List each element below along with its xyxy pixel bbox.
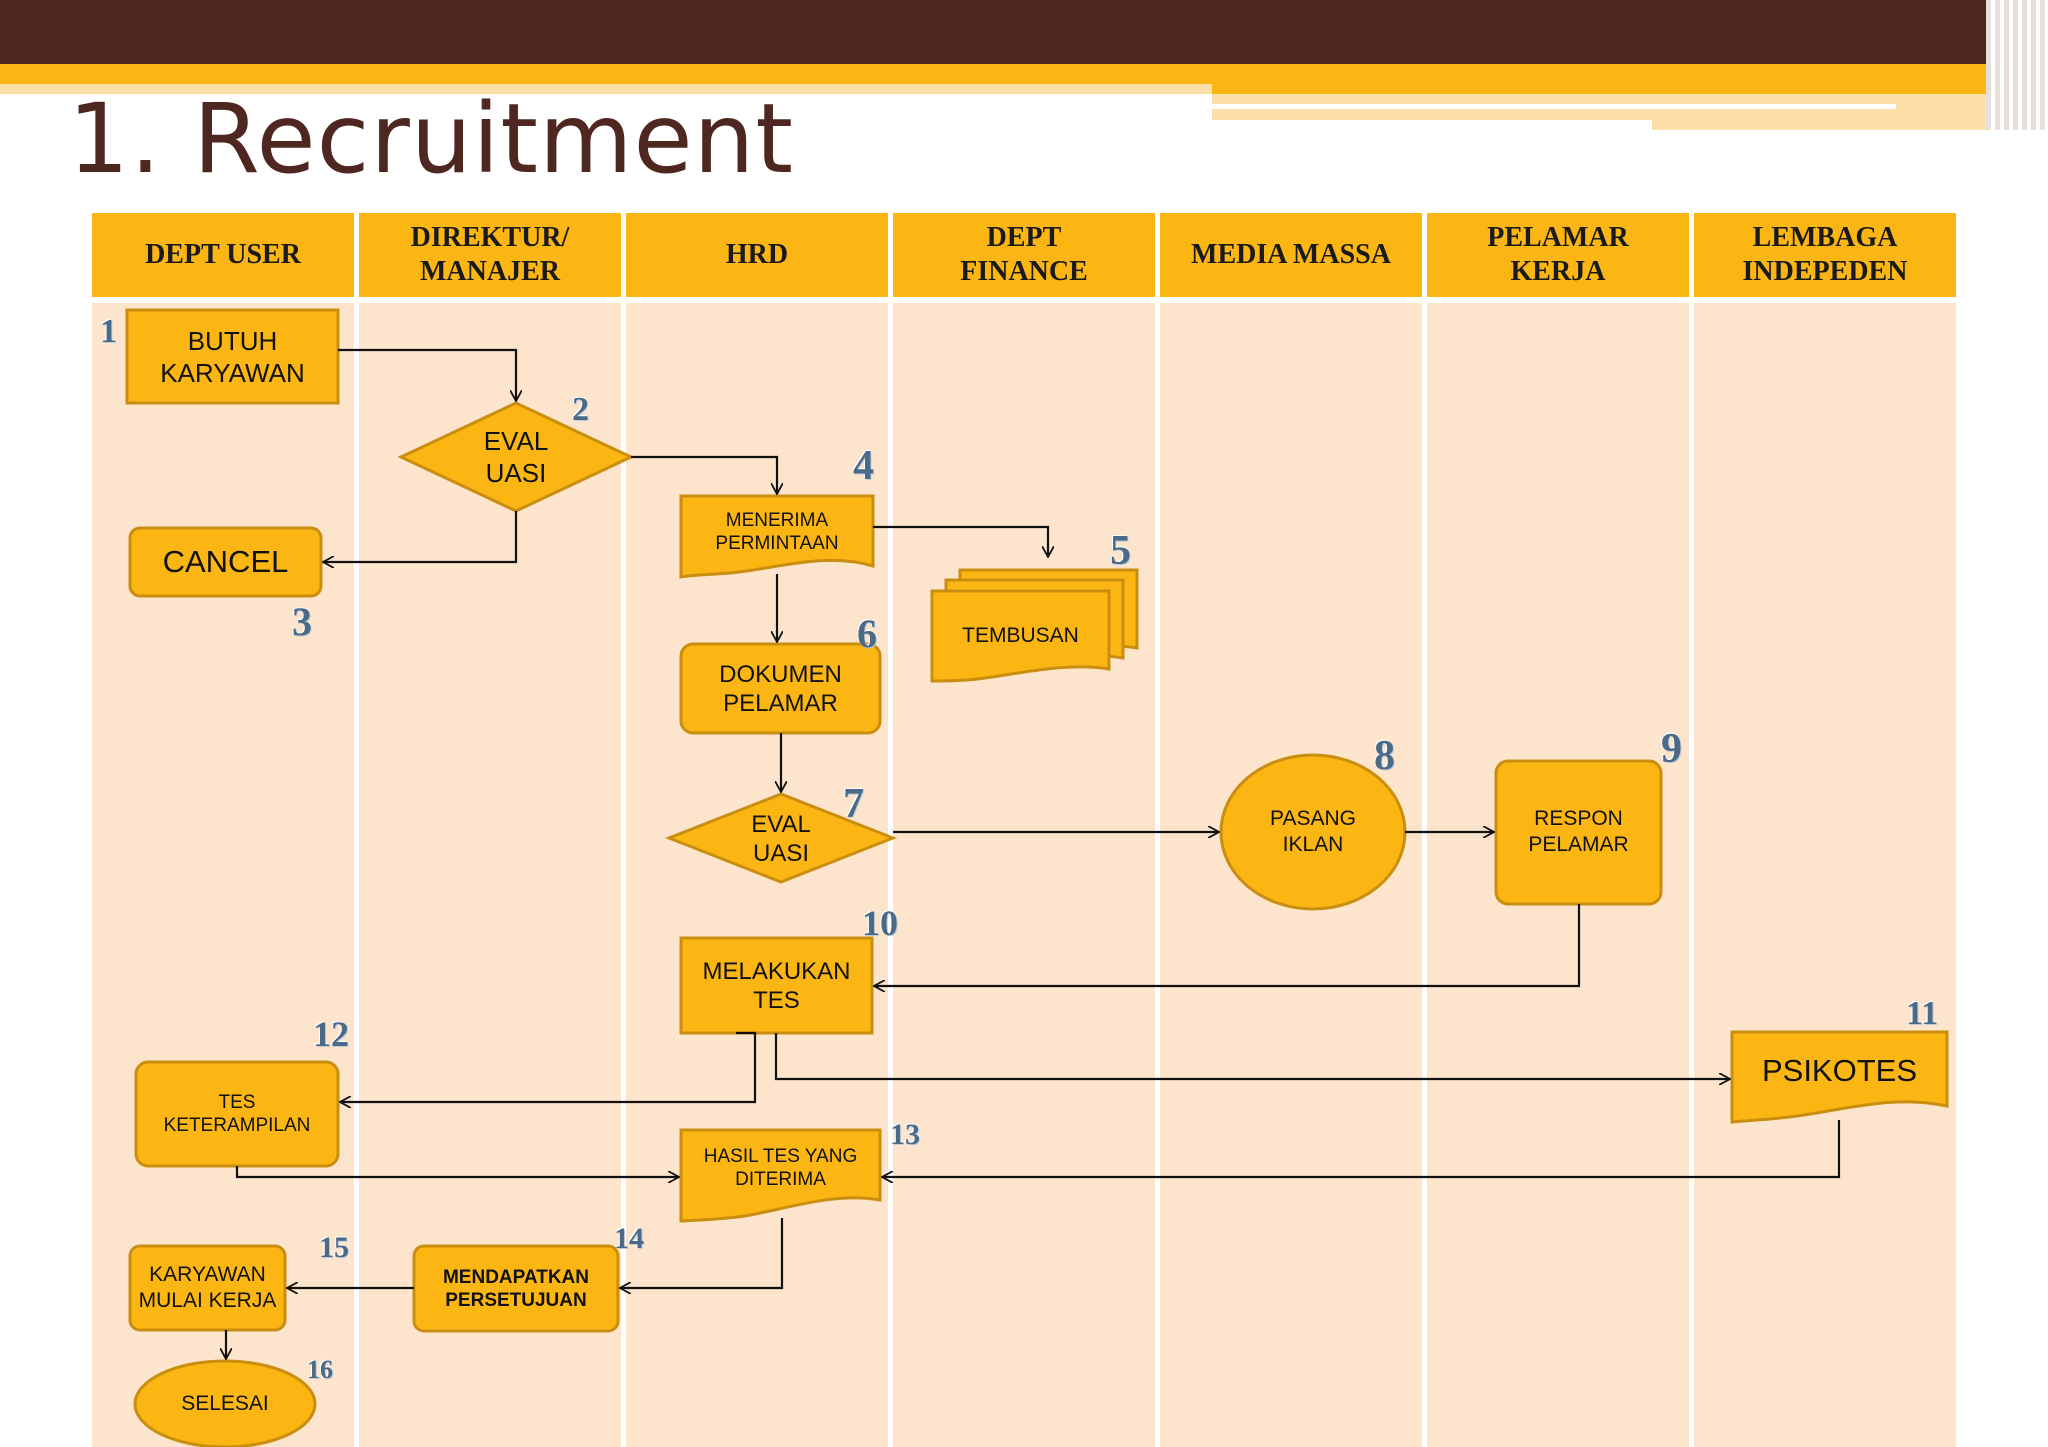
lane-header-pelamar-kerja: PELAMAR KERJA (1427, 213, 1689, 297)
step-number-14: 14 (614, 1222, 644, 1255)
slide-title: 1. Recruitment (68, 83, 795, 195)
step-number-1: 1 (100, 313, 117, 350)
node-butuh-karyawan (125, 308, 340, 405)
step-number-10: 10 (862, 903, 898, 943)
title-band-decoration (1212, 120, 1652, 130)
node-menerima-permintaan (679, 494, 875, 579)
step-number-15: 15 (319, 1231, 349, 1264)
connector-1-to-2 (338, 348, 516, 401)
step-number-2: 2 (572, 391, 589, 428)
lane-header-lembaga-indepeden: LEMBAGA INDEPEDEN (1694, 213, 1956, 297)
step-number-16: 16 (307, 1355, 333, 1384)
lane-header-hrd: HRD (626, 213, 888, 297)
step-number-4: 4 (853, 443, 874, 489)
connector-9-to-10 (874, 904, 1581, 986)
node-respon-pelamar (1494, 759, 1663, 906)
connector-2-to-4 (631, 455, 777, 494)
connector-10-to-11 (774, 1033, 1730, 1079)
node-melakukan-tes (679, 936, 874, 1035)
connector-2-to-3 (323, 511, 518, 562)
lane-header-dept-finance: DEPT FINANCE (893, 213, 1155, 297)
node-mendapatkan-persetujuan (412, 1244, 620, 1333)
lane-lembaga-indepeden (1694, 303, 1956, 1447)
title-bar (0, 0, 2048, 64)
node-cancel (128, 526, 323, 598)
lane-dept-finance (893, 303, 1155, 1447)
node-karyawan-mulai-kerja (128, 1244, 287, 1332)
lane-header-direktur-manajer: DIREKTUR/ MANAJER (359, 213, 621, 297)
node-hasil-tes-diterima (679, 1128, 882, 1223)
step-number-8: 8 (1374, 733, 1395, 779)
connector-12-to-13 (235, 1166, 679, 1177)
lane-header-media-massa: MEDIA MASSA (1160, 213, 1422, 297)
node-selesai (133, 1359, 317, 1447)
step-number-11: 11 (1906, 995, 1939, 1032)
step-number-7: 7 (843, 781, 864, 827)
title-band-decoration (1212, 104, 1896, 109)
step-number-3: 3 (292, 599, 312, 644)
step-number-9: 9 (1661, 726, 1682, 772)
node-tes-keterampilan (134, 1060, 340, 1168)
node-evaluasi-direktur (397, 401, 635, 513)
node-evaluasi-hrd (664, 792, 898, 884)
title-band-decoration (0, 84, 1212, 94)
connector-13-to-14 (620, 1218, 784, 1288)
lane-header-dept-user: DEPT USER (92, 213, 354, 297)
node-psikotes (1730, 1030, 1949, 1124)
node-tembusan (930, 589, 1111, 683)
title-band-decoration (1986, 0, 2048, 130)
step-number-12: 12 (313, 1014, 349, 1054)
lane-hrd (626, 303, 888, 1447)
step-number-13: 13 (890, 1118, 920, 1151)
connector-10-to-12 (340, 1031, 757, 1102)
step-number-6: 6 (857, 611, 877, 656)
connector-11-to-13 (882, 1120, 1841, 1177)
step-number-5: 5 (1110, 528, 1131, 574)
node-dokumen-pelamar (679, 642, 882, 735)
connector-4-to-5 (873, 525, 1048, 557)
